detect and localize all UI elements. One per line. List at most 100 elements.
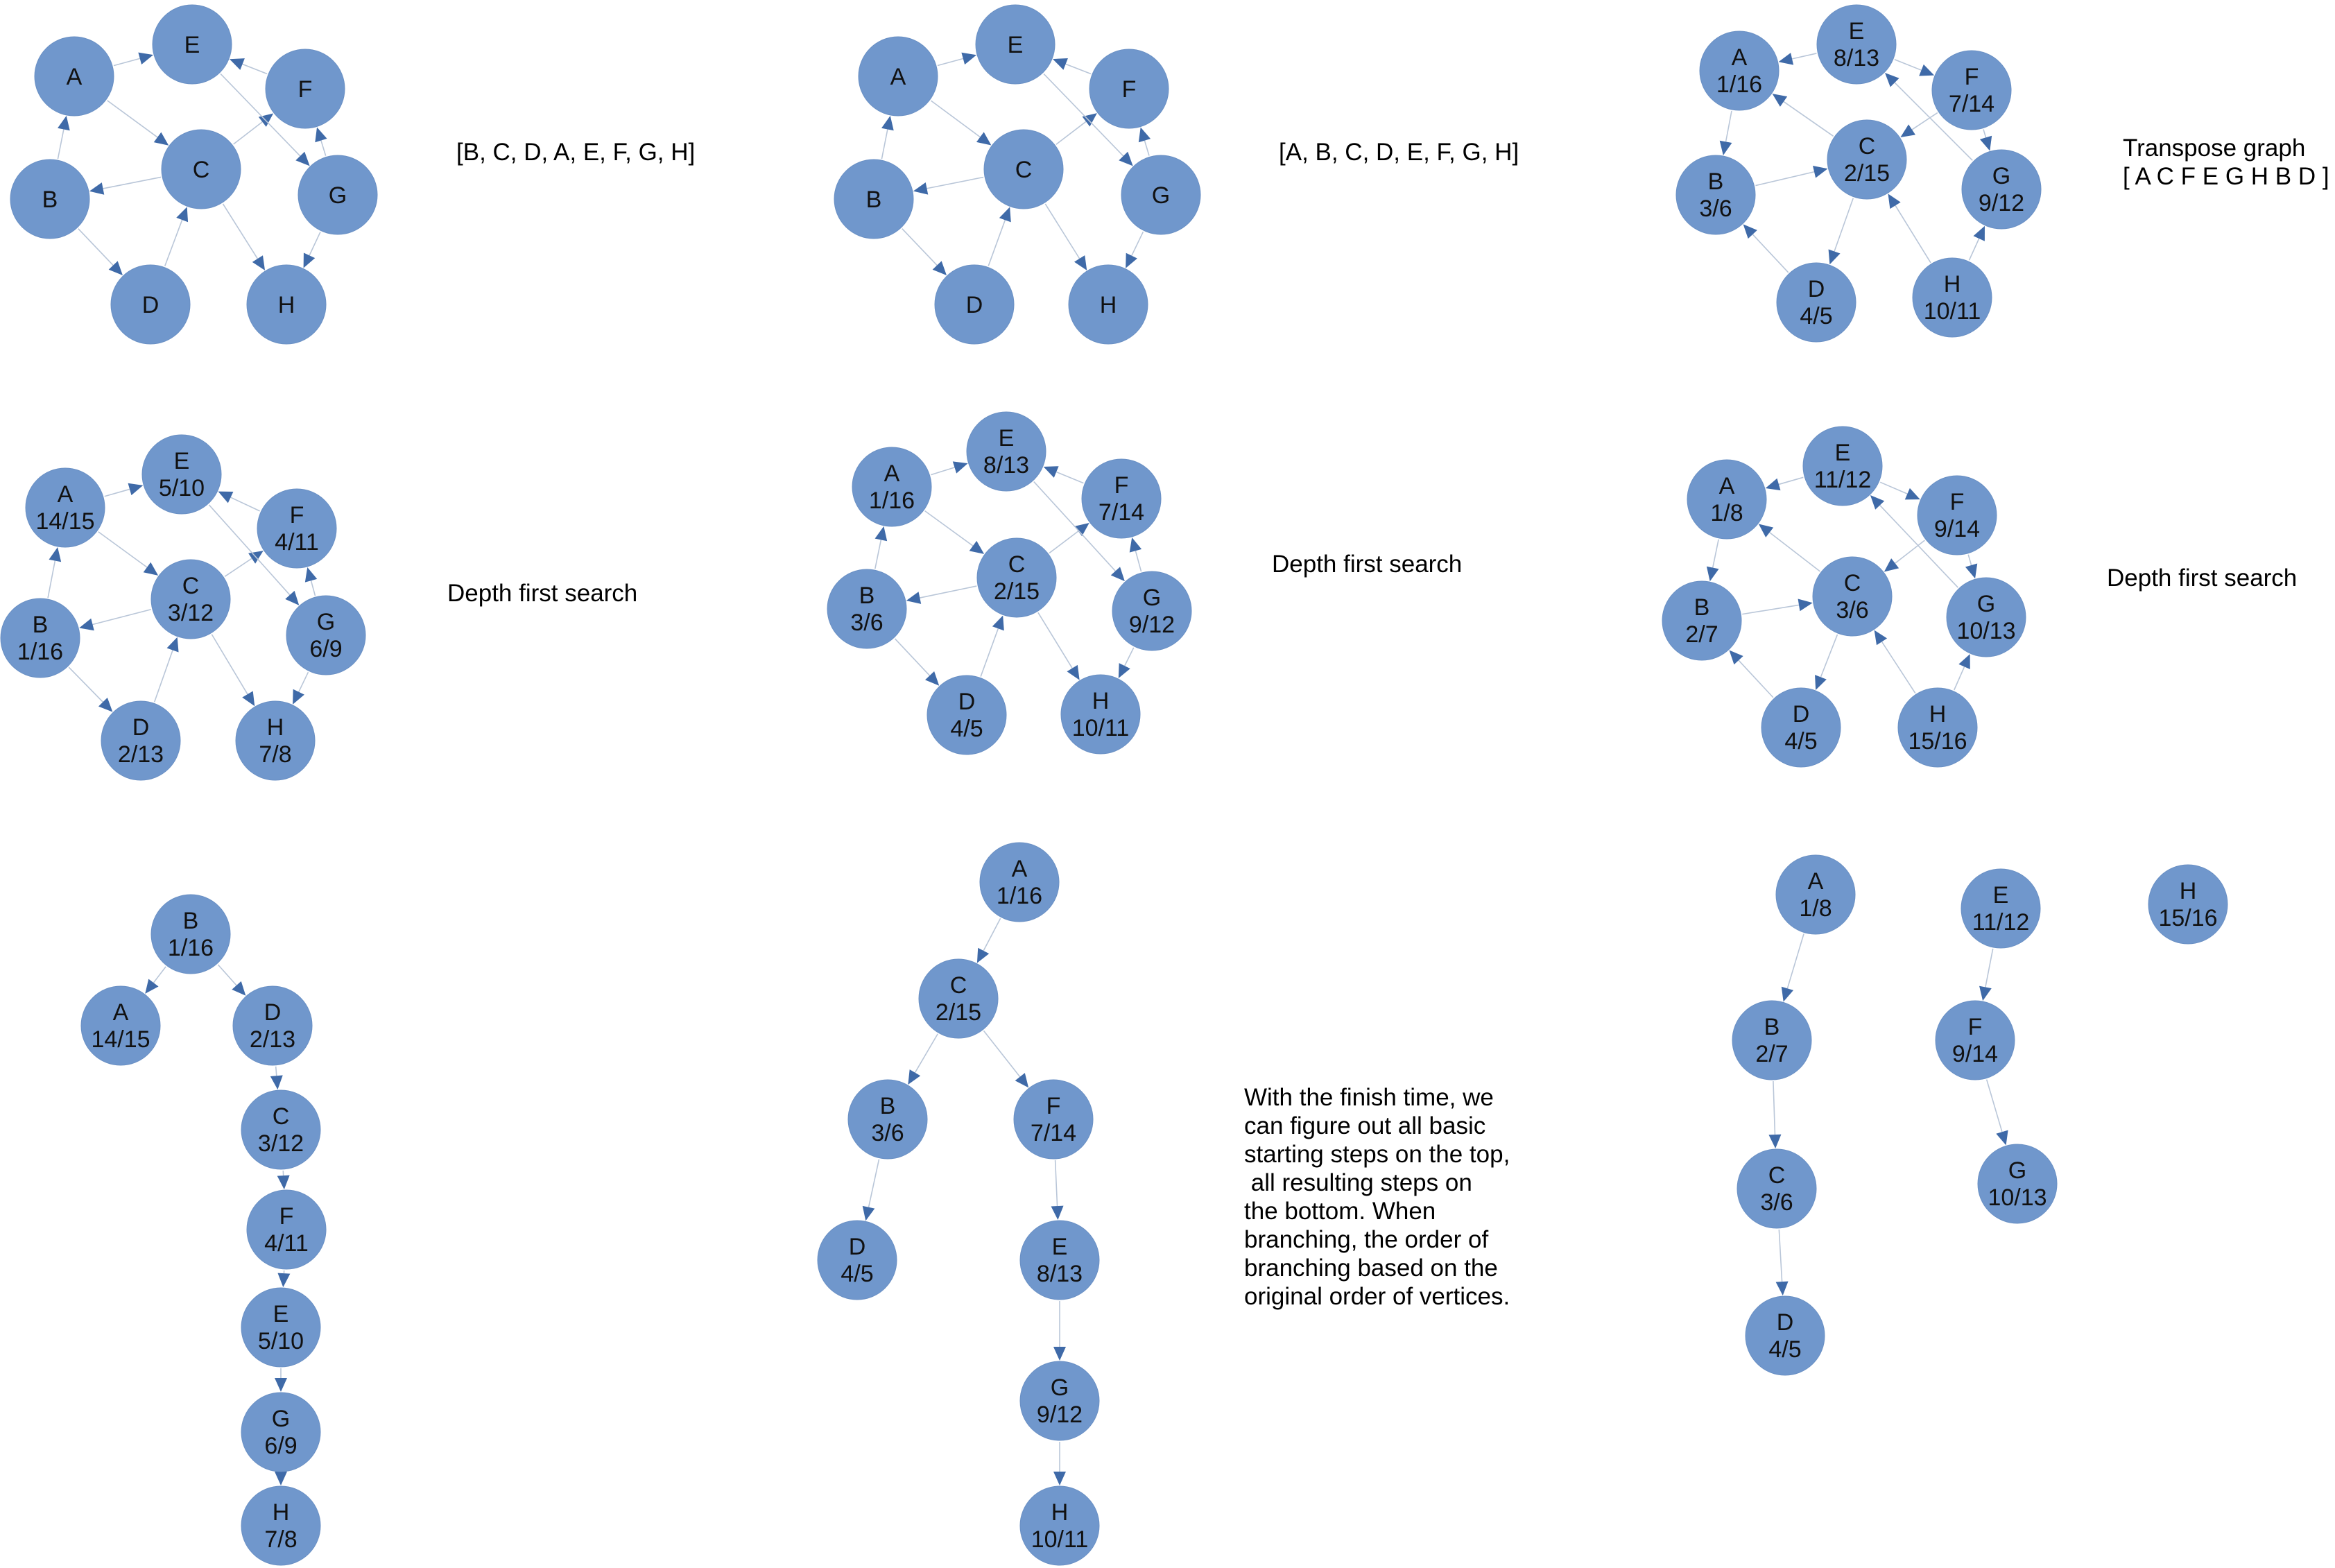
node-B: B3/6 <box>827 569 907 649</box>
edge-D-to-C <box>980 615 1004 677</box>
edge-G-to-E <box>1870 495 1958 588</box>
node-times: 3/12 <box>168 600 214 626</box>
node-times: 8/13 <box>1037 1261 1083 1287</box>
node-label: G <box>1152 182 1170 209</box>
node-times: 4/5 <box>841 1261 873 1287</box>
node-H: H7/8 <box>235 700 316 781</box>
node-times: 7/14 <box>1949 91 1994 117</box>
node-G: G10/13 <box>1946 577 2026 657</box>
edge-A-to-E <box>931 461 968 476</box>
node-label: D <box>1808 276 1825 302</box>
node-C: C <box>983 129 1064 209</box>
node-times: 3/6 <box>1760 1189 1793 1216</box>
edge-H-to-C <box>1888 193 1931 264</box>
edge-B-to-D <box>902 228 947 276</box>
edge-B-to-A <box>874 526 888 569</box>
node-A: A1/16 <box>1699 31 1780 111</box>
node-H: H10/11 <box>1912 257 1992 338</box>
graph-r1c2-edges <box>881 52 1151 276</box>
graph-r2c3-edges <box>1706 476 1978 698</box>
edge-B-to-D <box>68 666 113 712</box>
edge-H-to-G <box>1968 225 1985 261</box>
transpose-order-caption: [ A C F E G H B D ] <box>2123 163 2329 190</box>
node-times: 4/5 <box>950 716 983 742</box>
node-label: D <box>849 1234 866 1260</box>
graph-r1c1-edges <box>57 52 327 276</box>
node-H: H <box>246 264 327 345</box>
node-G: G6/9 <box>286 595 366 675</box>
node-label: G <box>2008 1157 2026 1184</box>
graph-r2c1-edges <box>47 483 318 712</box>
edge-C-to-B <box>913 176 984 195</box>
node-A: A14/15 <box>80 985 161 1066</box>
node-H: H7/8 <box>241 1485 321 1566</box>
node-label: E <box>174 448 190 474</box>
edge-B-to-A <box>881 115 894 160</box>
edge-C-to-F <box>233 113 274 145</box>
node-times: 5/10 <box>258 1328 304 1354</box>
edge-C-to-B <box>908 1033 938 1085</box>
edge-C-to-H <box>222 203 266 270</box>
node-label: H <box>2180 878 2197 904</box>
explanation-text: With the finish time, we can figure out … <box>1244 1084 1510 1310</box>
node-label: F <box>1950 489 1965 515</box>
node-label: C <box>1844 570 1861 596</box>
edge-E-to-F <box>1879 481 1920 500</box>
node-label: H <box>1929 701 1947 727</box>
node-D: D4/5 <box>817 1220 897 1300</box>
node-C: C3/12 <box>150 559 231 639</box>
edge-C-to-D <box>1815 634 1838 690</box>
graph-r1c3-edges <box>1719 53 1992 273</box>
node-label: E <box>1052 1234 1068 1260</box>
vertex-order-caption-1: [B, C, D, A, E, F, G, H] <box>456 139 696 166</box>
edge-G-to-H <box>275 1472 287 1485</box>
node-F: F4/11 <box>246 1189 327 1270</box>
node-label: H <box>1944 271 1961 298</box>
node-times: 9/14 <box>1952 1041 1998 1067</box>
node-label: B <box>1708 169 1724 195</box>
edge-C-to-B <box>79 608 152 631</box>
node-label: B <box>183 908 199 934</box>
node-G: G <box>298 155 378 235</box>
node-F: F <box>265 49 345 129</box>
node-D: D <box>110 264 191 345</box>
node-times: 2/7 <box>1755 1041 1788 1067</box>
edge-D-to-C <box>270 1066 283 1090</box>
edge-F-to-E <box>229 58 268 75</box>
node-times: 3/12 <box>258 1130 304 1157</box>
node-label: A <box>884 460 900 487</box>
edge-B-to-A <box>47 546 62 598</box>
node-times: 10/11 <box>1072 715 1130 741</box>
node-label: G <box>272 1406 290 1432</box>
edge-E-to-A <box>1778 53 1817 65</box>
edge-C-to-H <box>1044 203 1087 270</box>
node-D: D2/13 <box>101 700 181 781</box>
node-times: 2/13 <box>250 1026 295 1053</box>
node-B: B3/6 <box>1675 155 1756 235</box>
edge-G-to-F <box>1138 127 1151 156</box>
node-times: 9/12 <box>1979 190 2024 216</box>
node-H: H10/11 <box>1019 1485 1100 1566</box>
edge-C-to-F <box>983 1030 1029 1088</box>
node-E: E5/10 <box>241 1287 321 1368</box>
node-B: B3/6 <box>847 1079 928 1160</box>
edge-C-to-F <box>1056 113 1097 145</box>
node-label: B <box>33 612 49 638</box>
node-times: 6/9 <box>309 636 342 662</box>
node-G: G9/12 <box>1019 1361 1100 1441</box>
edge-E-to-G <box>275 1368 287 1392</box>
node-B: B <box>834 159 914 239</box>
edge-B-to-A <box>57 115 70 160</box>
node-label: A <box>1719 473 1735 499</box>
node-C: C2/15 <box>976 537 1057 618</box>
node-label: F <box>1122 76 1137 103</box>
edge-A-to-E <box>113 52 154 67</box>
node-A: A1/16 <box>979 842 1060 922</box>
node-label: H <box>278 292 295 318</box>
node-G: G9/12 <box>1961 149 2042 230</box>
edge-F-to-G <box>1985 1079 2008 1146</box>
edge-B-to-D <box>894 638 940 686</box>
node-times: 14/15 <box>91 1026 150 1053</box>
